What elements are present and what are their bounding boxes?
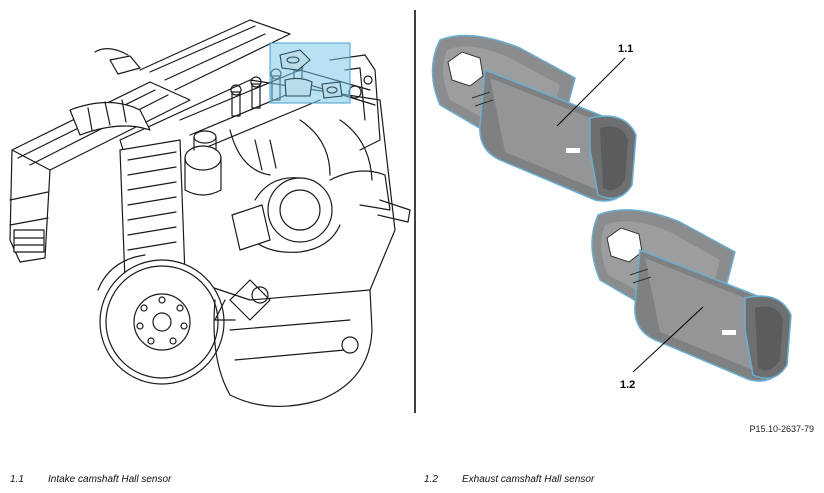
intake-camshaft-sensor-illustration [431,34,637,202]
exhaust-camshaft-sensor-illustration [591,209,792,382]
legend-text: Intake camshaft Hall sensor [48,474,172,485]
callout-label-1-1: 1.1 [618,43,633,55]
legend-number: 1.1 [10,474,24,485]
legend-number: 1.2 [424,474,438,485]
callout-leader-1-1 [556,57,626,127]
engine-drawing [9,19,411,407]
legend-item: 1.2 Exhaust camshaft Hall sensor [424,474,594,485]
callout-leader-1-2 [632,306,704,373]
highlighted-sensors-on-engine [279,49,343,99]
figure-id: P15.10-2637-79 [749,424,814,434]
legend-text: Exhaust camshaft Hall sensor [462,474,595,485]
legend-item: 1.1 Intake camshaft Hall sensor [10,474,171,485]
callout-label-1-2: 1.2 [620,379,635,391]
